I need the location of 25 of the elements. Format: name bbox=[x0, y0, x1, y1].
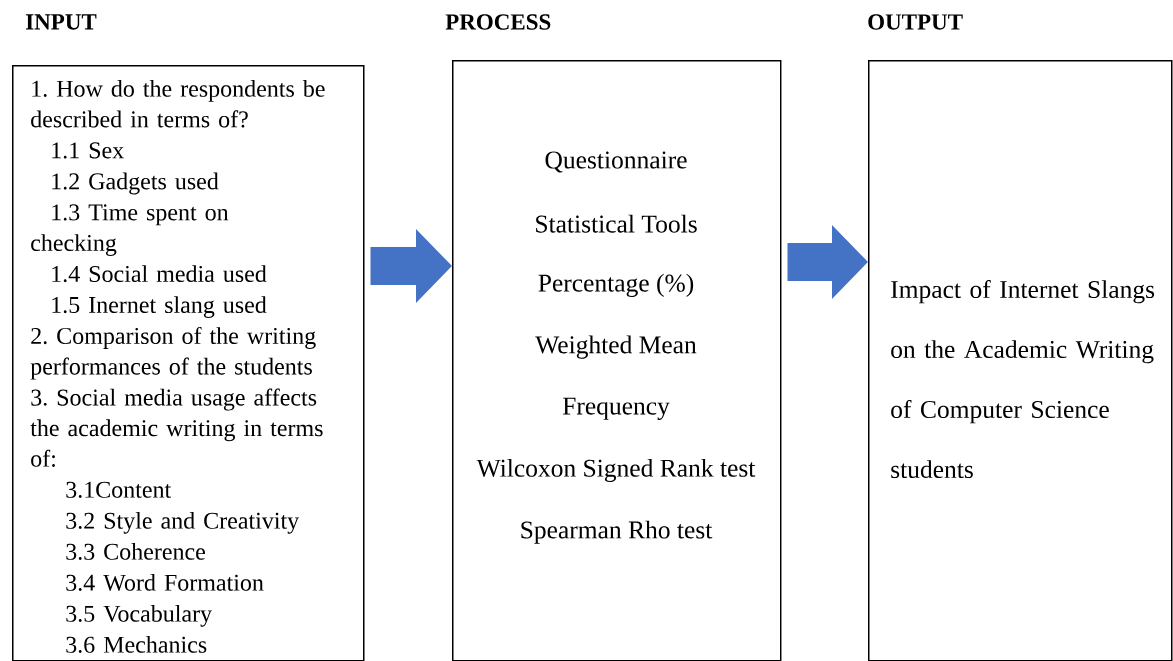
list-item: 1.1 Sex bbox=[52, 142, 124, 159]
method-label: Weighted Mean bbox=[535, 335, 697, 359]
list-item: 1. How do the respondents be described in terms of? bbox=[31, 79, 325, 128]
list-item: 3.6 Mechanics bbox=[66, 635, 207, 653]
list-item: 3.2 Style and Creativity bbox=[66, 511, 300, 534]
list-item: 1.5 Inernet slang used bbox=[52, 296, 267, 318]
heading: PROCESS bbox=[445, 14, 551, 30]
list-item: 1.2 Gadgets used bbox=[52, 172, 219, 195]
method-label: Wilcoxon Signed Rank test bbox=[476, 458, 756, 483]
list-item: 1.4 Social media used bbox=[52, 265, 267, 283]
list-item: 1.3 Time spent on checking bbox=[31, 204, 229, 256]
heading: INPUT bbox=[26, 14, 97, 30]
list-item: 3. Social media usage affects the academic writing in terms of: bbox=[30, 388, 323, 467]
list-item: 2. Comparison of the writing performances of the students bbox=[30, 326, 316, 380]
method-label: Spearman Rho test bbox=[521, 520, 713, 544]
list-item: 3.5 Vocabulary bbox=[66, 604, 212, 627]
method-label: Statistical Tools bbox=[536, 214, 697, 233]
output-text: Impact of Internet Slangs on the Academic Writing of Computer Science students bbox=[891, 279, 1155, 479]
method-label: Questionnaire bbox=[545, 151, 687, 173]
list-item: 3.3 Coherence bbox=[66, 542, 205, 560]
heading: OUTPUT bbox=[868, 14, 963, 30]
method-label: Percentage (%) bbox=[538, 273, 694, 297]
list-item: 3.4 Word Formation bbox=[66, 573, 264, 591]
list-item: 3.1Content bbox=[66, 481, 172, 498]
method-label: Frequency bbox=[562, 397, 670, 420]
